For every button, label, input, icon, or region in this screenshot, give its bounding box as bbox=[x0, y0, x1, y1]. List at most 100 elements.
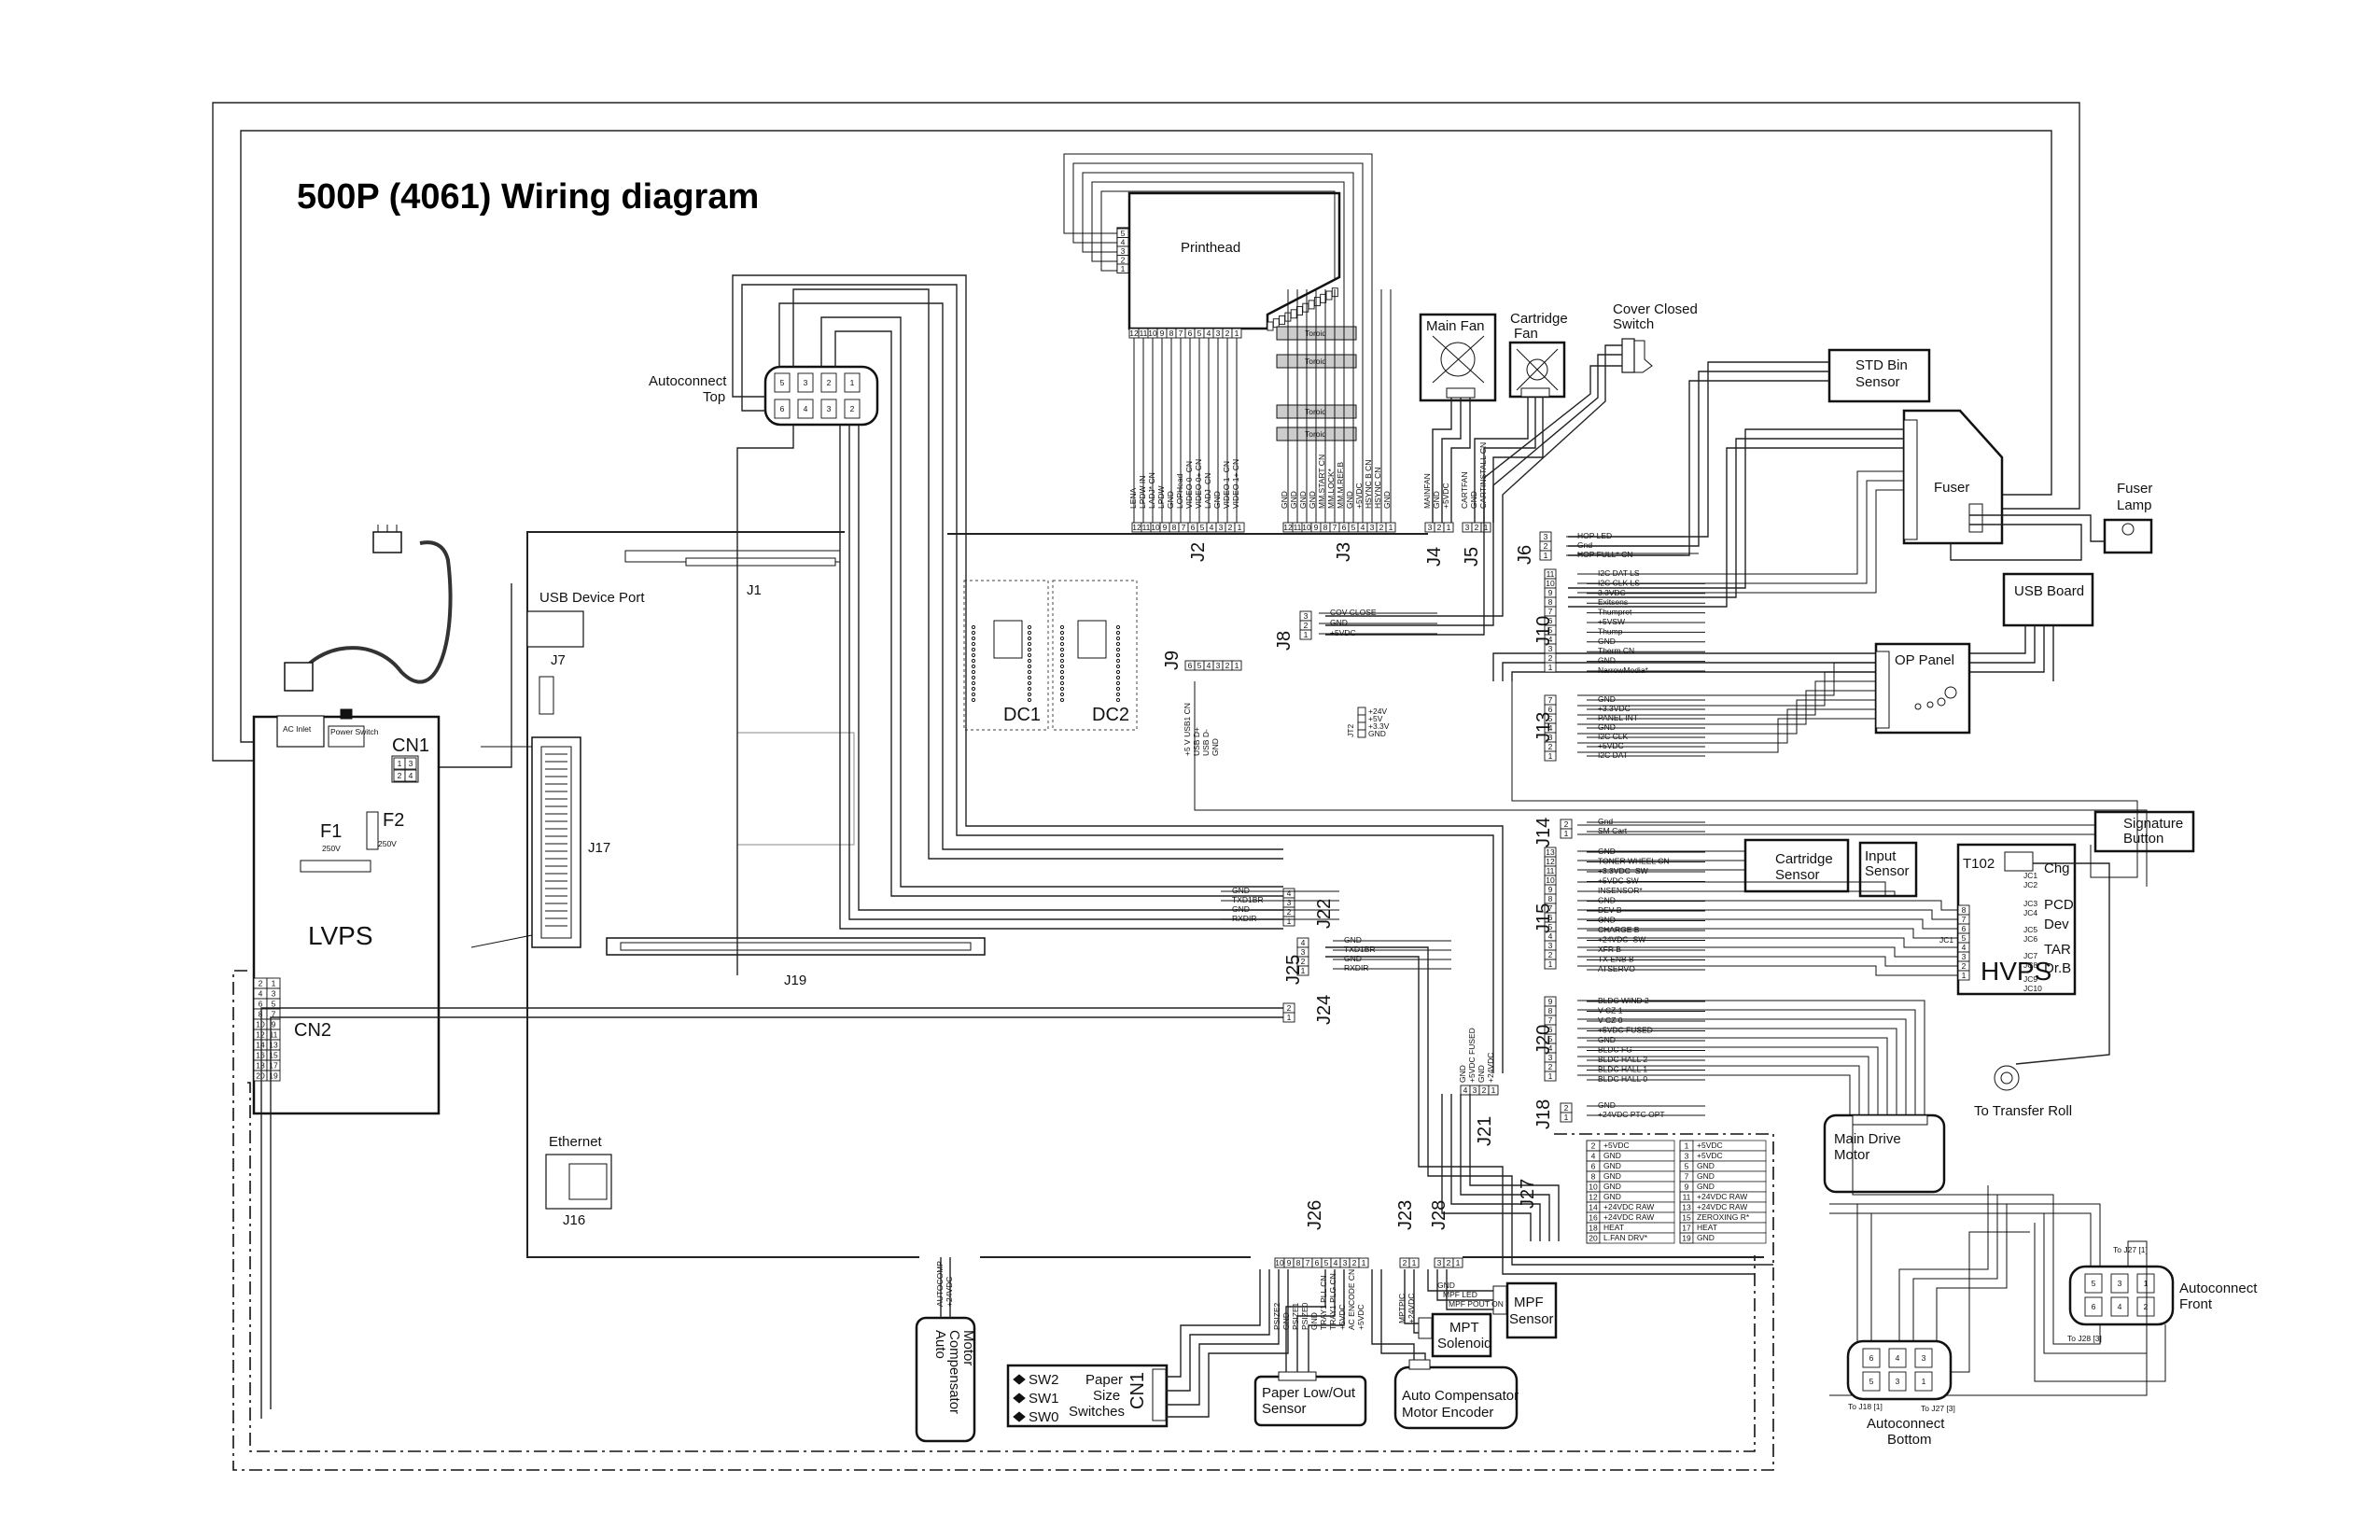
pin-number: 5 bbox=[1548, 922, 1553, 931]
pin-number: 4 bbox=[1548, 723, 1553, 733]
pin-cell bbox=[1296, 965, 1309, 976]
pin-cell bbox=[1357, 707, 1366, 716]
pin-number: 13 bbox=[1546, 847, 1555, 857]
pin-number: 1 bbox=[1235, 661, 1239, 670]
signal-label: I2C CLK bbox=[1598, 732, 1628, 741]
pin-number: 3 bbox=[1219, 523, 1224, 532]
JT2-signal: +3.3V bbox=[1368, 721, 1390, 731]
signal-label: TXD1BR bbox=[1344, 945, 1376, 954]
pin-number: 10 bbox=[1151, 523, 1160, 532]
pin-number: 2 bbox=[1962, 961, 1967, 971]
svg-text:Cartridge: Cartridge bbox=[1775, 851, 1833, 867]
pin-cell bbox=[1544, 750, 1557, 762]
j27-cell bbox=[1599, 1232, 1675, 1244]
pin-cell bbox=[1544, 1071, 1557, 1082]
signal-label: MM.LOCK* bbox=[1326, 468, 1336, 509]
pin-number: 4 bbox=[1121, 237, 1126, 246]
diagram-title: 500P (4061) Wiring diagram bbox=[297, 177, 759, 217]
pin-cell bbox=[1357, 714, 1366, 723]
pin-number: 4 bbox=[2118, 1302, 2122, 1311]
J27-signal: GND bbox=[1697, 1233, 1715, 1242]
signal-label: NarrowMedia* bbox=[1598, 665, 1649, 675]
signal-label: LPDW IN bbox=[1138, 476, 1147, 509]
pin-number: 5 bbox=[1869, 1377, 1874, 1386]
dc-pin bbox=[1027, 652, 1032, 658]
signal-label: GND bbox=[1598, 694, 1616, 704]
svg-text:Motor: Motor bbox=[960, 1330, 976, 1365]
pin-number: 8 bbox=[1172, 523, 1177, 532]
svg-text:T102: T102 bbox=[1963, 856, 1995, 872]
pin-number: 2 bbox=[1548, 742, 1553, 751]
dc-pin bbox=[1027, 669, 1032, 675]
pin-number: 3 bbox=[1548, 1053, 1553, 1062]
pin-cell bbox=[844, 399, 861, 419]
pin-cell bbox=[2110, 1296, 2129, 1317]
dc-pin bbox=[1115, 686, 1121, 692]
signal-label: LENA bbox=[1128, 487, 1138, 509]
svg-text:J1: J1 bbox=[747, 582, 762, 598]
signal-label: GND bbox=[1330, 618, 1348, 627]
pin-number: 2 bbox=[1225, 329, 1230, 338]
j27-cell bbox=[1692, 1232, 1767, 1244]
signal-label: Thumpret bbox=[1598, 608, 1632, 617]
ethernet-port: Ethernet J16 bbox=[545, 1134, 612, 1228]
J23-label: J23 bbox=[1395, 1200, 1416, 1230]
pin-number: 3 bbox=[1370, 523, 1375, 532]
pin-number: 2 bbox=[1287, 907, 1292, 917]
dc-pin bbox=[1027, 641, 1032, 647]
pin-number: 15 bbox=[1682, 1213, 1691, 1223]
svg-text:DC1: DC1 bbox=[1003, 705, 1041, 725]
svg-text:Motor Encoder: Motor Encoder bbox=[1402, 1405, 1493, 1421]
pin-number: 1 bbox=[1548, 751, 1553, 761]
pin-number: 1 bbox=[1238, 523, 1242, 532]
signal-label: +3.3VDC -SW bbox=[1598, 866, 1648, 875]
svg-text:F1: F1 bbox=[320, 821, 342, 842]
dc-pin bbox=[1027, 636, 1032, 641]
signal-label: Therm CN bbox=[1598, 646, 1634, 655]
signal-label: COV CLOSE bbox=[1330, 608, 1377, 617]
pin-number: 2 bbox=[1564, 819, 1569, 829]
svg-text:Top: Top bbox=[703, 389, 725, 405]
pin-cell bbox=[1358, 1257, 1369, 1268]
signal-label: TRAY1 PLL CN bbox=[1319, 1275, 1328, 1330]
dc-pin bbox=[1059, 669, 1065, 675]
dc-pin bbox=[1059, 692, 1065, 697]
pin-number: 1 bbox=[1564, 829, 1569, 838]
pin-number: 5 bbox=[2092, 1279, 2096, 1288]
pin-number: 4 bbox=[409, 771, 413, 780]
J21-label: J21 bbox=[1475, 1116, 1495, 1146]
signal-label: GND bbox=[1232, 904, 1250, 914]
dc-pin bbox=[1059, 636, 1065, 641]
signal-label: MM.START CN bbox=[1317, 455, 1326, 509]
pin-number: 6 bbox=[1188, 329, 1193, 338]
signal-label: LADJ- CN bbox=[1203, 473, 1212, 509]
signal-label: V CZ 0 bbox=[1598, 1015, 1623, 1025]
pin-number: 5 bbox=[1685, 1162, 1689, 1171]
pin-number: 14 bbox=[256, 1041, 265, 1050]
pin-cell bbox=[1385, 522, 1396, 533]
ac-inlet: AC Inlet Power Switch bbox=[276, 708, 379, 748]
pin-number: 2 bbox=[1548, 1062, 1553, 1071]
pin-number: 7 bbox=[1306, 1258, 1310, 1267]
svg-text:Main Fan: Main Fan bbox=[1426, 318, 1485, 334]
signal-label: MPTPIC bbox=[1397, 1294, 1407, 1323]
pin-number: 5 bbox=[1324, 1258, 1329, 1267]
pin-number: 3 bbox=[1962, 952, 1967, 961]
signal-label: GND bbox=[1458, 1065, 1467, 1083]
signal-label: GND bbox=[1598, 1100, 1616, 1110]
switch-label: SW1 bbox=[1029, 1391, 1059, 1407]
pin-number: 5 bbox=[1121, 229, 1126, 238]
pin-number: 1 bbox=[1235, 329, 1239, 338]
pin-number: 7 bbox=[1548, 607, 1553, 616]
pin-number: 4 bbox=[1301, 938, 1306, 947]
signal-label: GND bbox=[1280, 491, 1289, 509]
pin-number: 20 bbox=[1589, 1234, 1598, 1243]
pin-number: 1 bbox=[1287, 1013, 1292, 1022]
JT2-signal: GND bbox=[1368, 729, 1386, 738]
pin-number: 2 bbox=[850, 404, 855, 413]
